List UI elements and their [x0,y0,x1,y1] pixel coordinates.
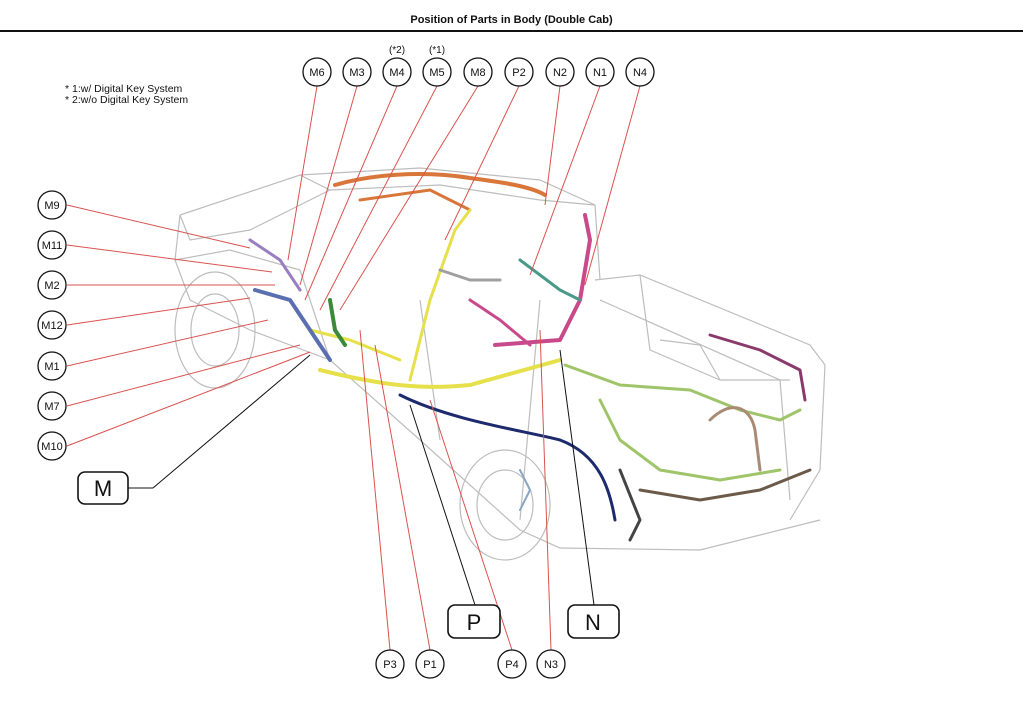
svg-text:M4: M4 [389,67,404,79]
connector-label-p2[interactable]: P2 [504,57,534,87]
top-connector-labels: M6 M3 (*2) M4 (*1) M5 M8 P2 N2 [302,45,655,87]
wiring-harness [248,172,812,542]
svg-text:M6: M6 [309,67,324,79]
svg-text:M5: M5 [429,67,444,79]
truck-body-outline [174,167,826,561]
note-2: * 2:w/o Digital Key System [65,94,189,106]
svg-text:M8: M8 [470,67,485,79]
svg-text:M9: M9 [44,200,59,212]
connector-label-m5[interactable]: (*1) M5 [422,45,452,87]
connector-label-m9[interactable]: M9 [37,190,67,220]
connector-label-n2[interactable]: N2 [545,57,575,87]
connector-label-n3[interactable]: N3 [536,649,566,679]
svg-text:P1: P1 [423,659,436,671]
svg-text:M10: M10 [41,441,62,453]
page-title: Position of Parts in Body (Double Cab) [410,14,613,26]
title-rule [0,30,1023,32]
svg-text:M12: M12 [41,320,62,332]
connector-label-m11[interactable]: M11 [37,230,67,260]
bottom-connector-labels: P3 P1 P4 N3 [375,649,566,679]
svg-text:P: P [467,610,482,635]
connector-label-m2[interactable]: M2 [37,270,67,300]
svg-text:M2: M2 [44,280,59,292]
leader-lines [66,85,641,651]
connector-label-n4[interactable]: N4 [625,57,655,87]
connector-label-m8[interactable]: M8 [463,57,493,87]
svg-text:M1: M1 [44,361,59,373]
connector-label-m12[interactable]: M12 [37,310,67,340]
group-labels: M P N [77,471,620,639]
m5-condition-note: (*1) [429,45,445,56]
footnotes: * 1:w/ Digital Key System * 2:w/o Digita… [65,84,188,106]
svg-text:N1: N1 [593,67,607,79]
connector-label-n1[interactable]: N1 [585,57,615,87]
svg-text:M3: M3 [349,67,364,79]
svg-text:N3: N3 [544,659,558,671]
connector-label-m4[interactable]: (*2) M4 [382,45,412,87]
group-label-n[interactable]: N [567,604,620,639]
note-1: * 1:w/ Digital Key System [65,83,183,95]
m4-condition-note: (*2) [389,45,405,56]
svg-text:M7: M7 [44,401,59,413]
svg-text:M11: M11 [42,240,63,252]
left-connector-labels: M9 M11 M2 M12 M1 M7 M10 [37,190,67,461]
svg-text:N4: N4 [633,67,647,79]
group-leader-lines [128,349,595,606]
group-label-p[interactable]: P [447,604,501,639]
connector-label-p3[interactable]: P3 [375,649,405,679]
connector-label-m7[interactable]: M7 [37,391,67,421]
svg-text:P3: P3 [383,659,396,671]
connector-label-p4[interactable]: P4 [497,649,527,679]
svg-text:N: N [585,610,601,635]
connector-label-m3[interactable]: M3 [342,57,372,87]
connector-label-m1[interactable]: M1 [37,351,67,381]
connector-label-p1[interactable]: P1 [415,649,445,679]
svg-text:P4: P4 [505,659,518,671]
connector-label-m10[interactable]: M10 [37,431,67,461]
svg-text:M: M [94,476,112,501]
connector-label-m6[interactable]: M6 [302,57,332,87]
svg-text:P2: P2 [512,67,525,79]
svg-text:N2: N2 [553,67,567,79]
group-label-m[interactable]: M [77,471,129,505]
